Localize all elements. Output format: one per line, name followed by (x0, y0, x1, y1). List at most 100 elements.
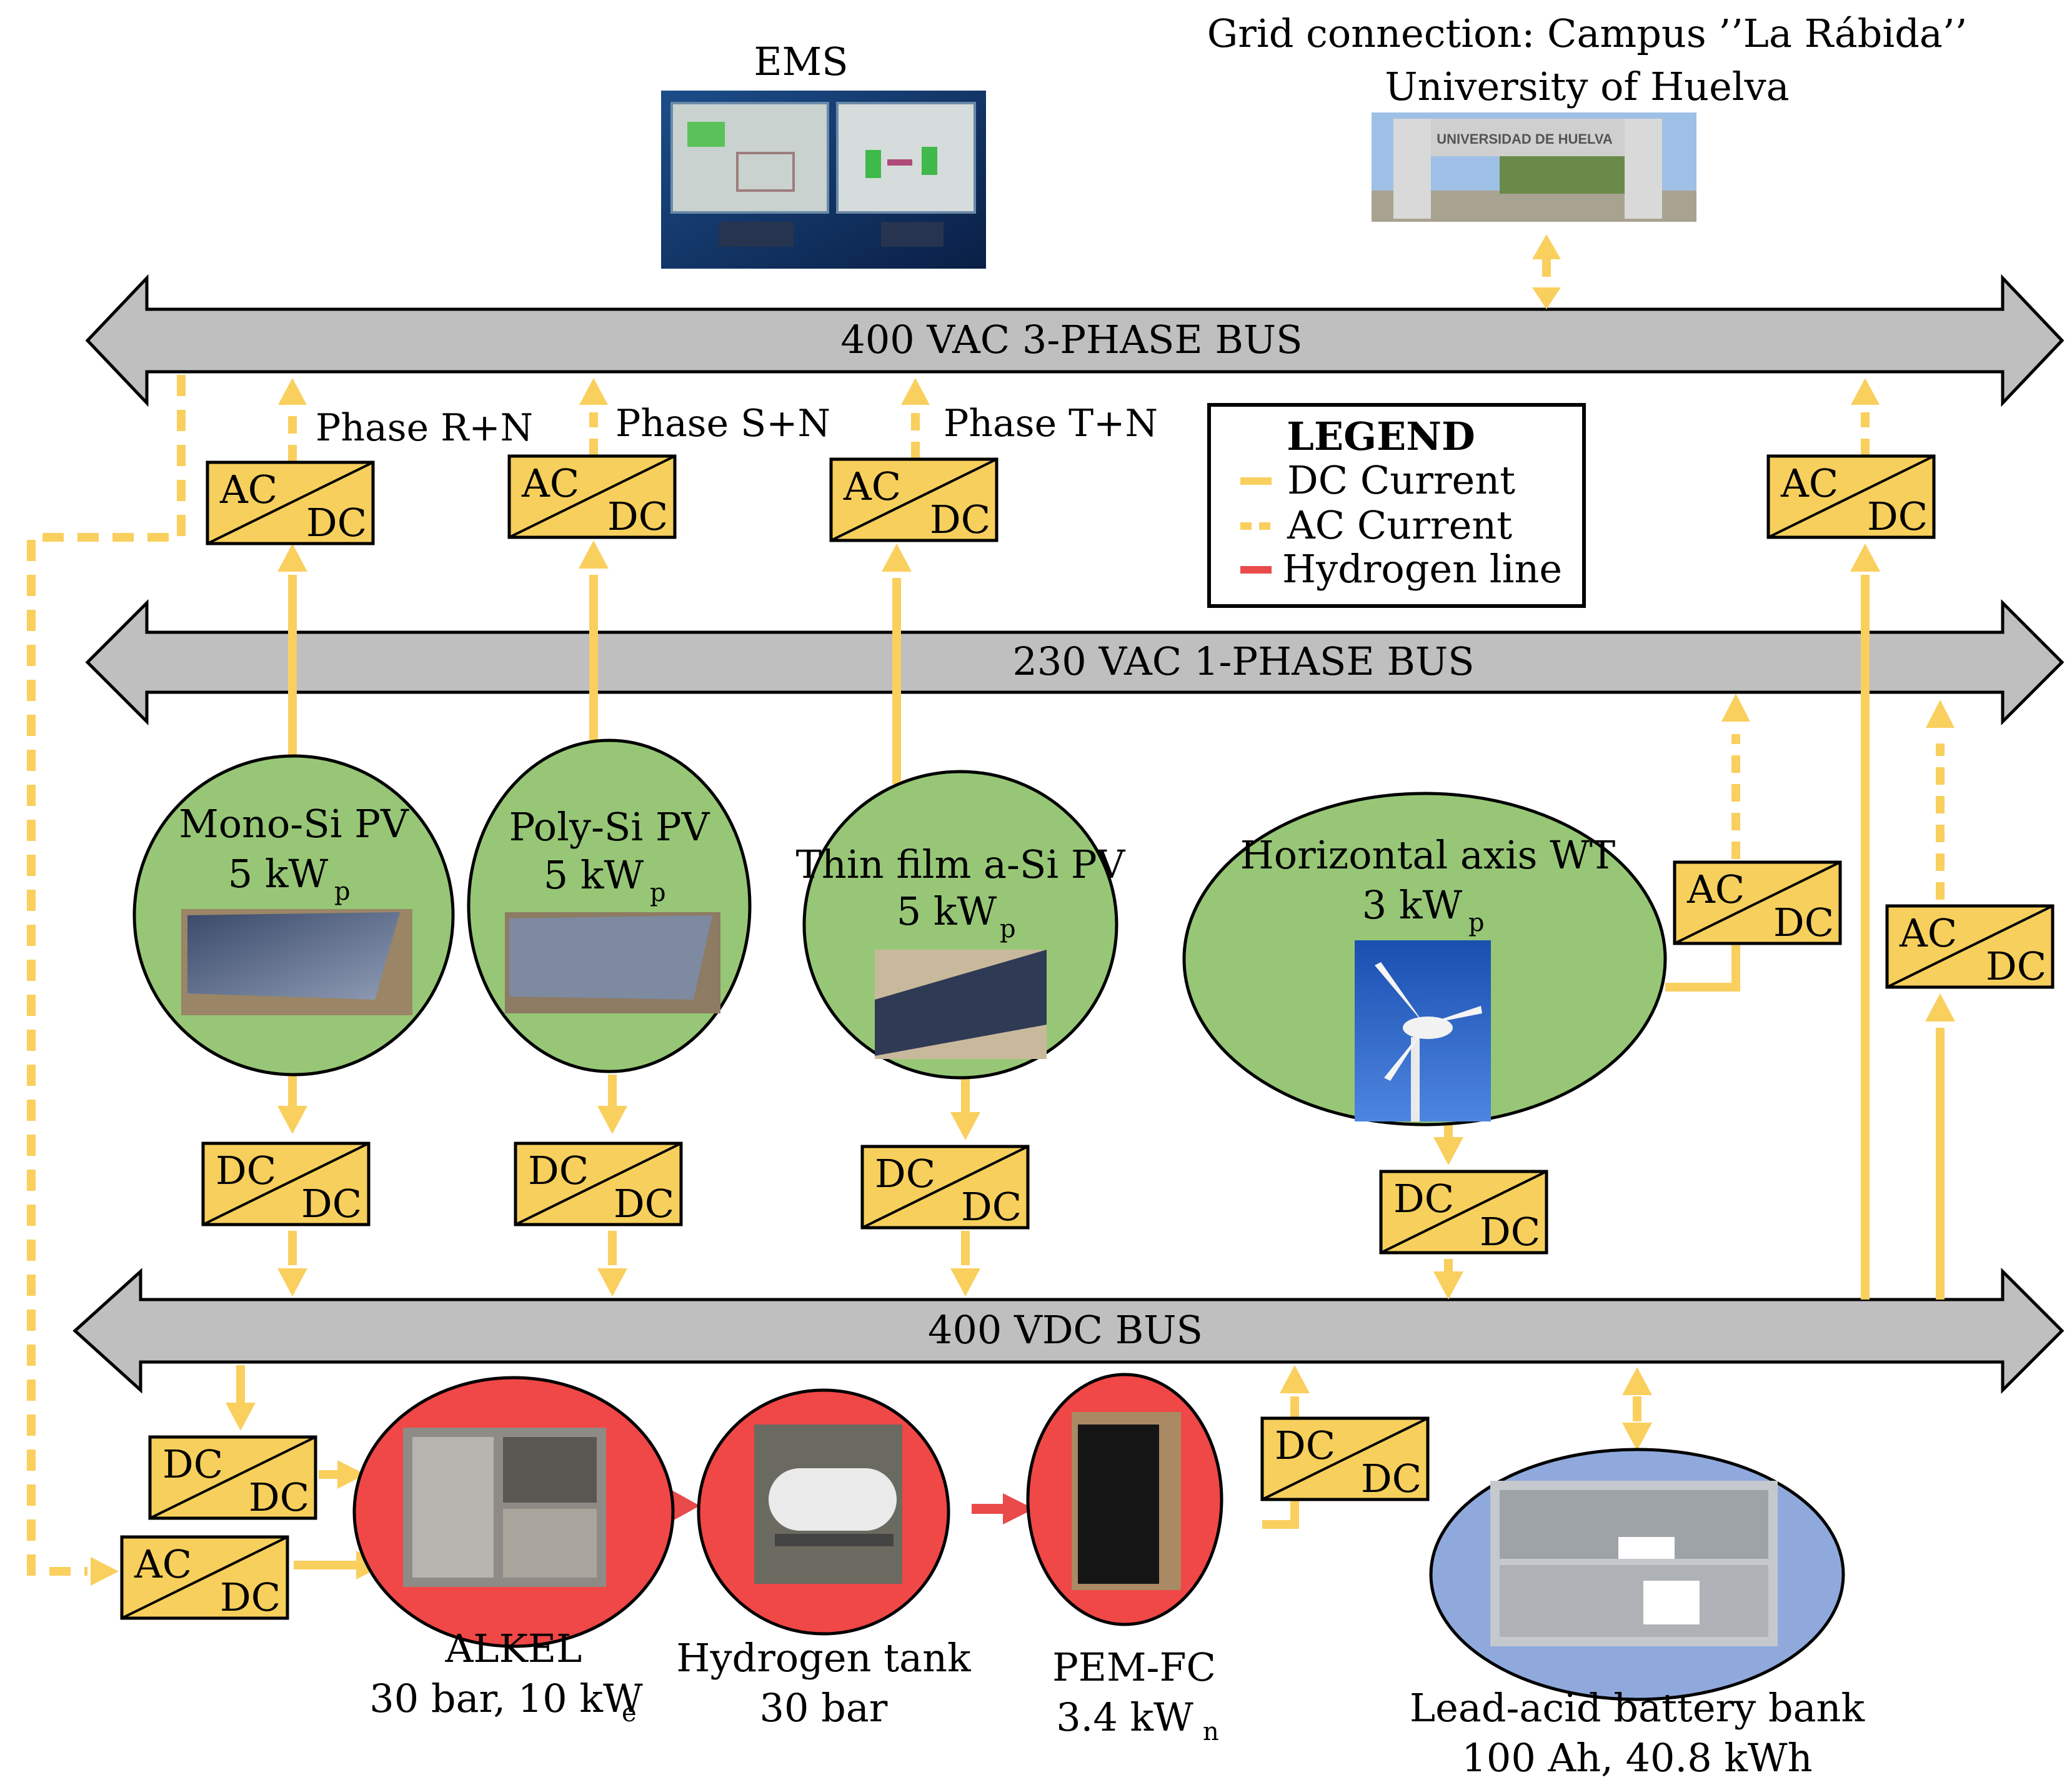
dcdc-alkel: DC DC (148, 1435, 317, 1520)
node-battery: Lead-acid battery bank 100 Ah, 40.8 kWh (1410, 1448, 1865, 1781)
phase-r-label: Phase R+N (316, 406, 533, 450)
wt-photo (1355, 940, 1491, 1121)
poly-name: Poly-Si PV (509, 804, 710, 850)
conv-bottom-label: DC (306, 500, 367, 545)
ac3-bus: 400 VAC 3-PHASE BUS (85, 274, 2065, 407)
acdc-far-right: AC DC (1885, 904, 2055, 989)
dcdc-thin: DC DC (860, 1145, 1030, 1230)
connection-lines (27, 375, 1955, 1586)
mono-name: Mono-Si PV (179, 801, 409, 847)
campus-gate-photo: UNIVERSIDAD DE HUELVA (1372, 112, 1696, 222)
acdc-poly: AC DC (507, 454, 677, 539)
dc-bus: 400 VDC BUS (72, 1267, 2065, 1395)
conv-top-label: DC (1393, 1176, 1454, 1221)
tank-name: Hydrogen tank (676, 1635, 971, 1681)
thin-name: Thin film a-Si PV (796, 842, 1126, 887)
ems-block: EMS (661, 39, 986, 269)
legend-h2-label: Hydrogen line (1282, 546, 1562, 592)
node-alkel: ALKEL 30 bar, 10 kW e (352, 1376, 675, 1728)
alkel-spec: 30 bar, 10 kW (369, 1676, 643, 1721)
conv-bottom-label: DC (220, 1574, 281, 1620)
alkel-spec-sub: e (622, 1699, 637, 1728)
mono-power-sub: p (334, 877, 351, 906)
poly-pv-photo (505, 912, 720, 1013)
node-pemfc: PEM-FC 3.4 kW n (1026, 1373, 1223, 1746)
legend-title: LEGEND (1287, 414, 1475, 459)
mono-pv-photo (181, 909, 412, 1015)
conv-top-label: DC (875, 1151, 935, 1196)
dcdc-wt: DC DC (1379, 1170, 1548, 1255)
tank-photo (754, 1425, 902, 1584)
conv-bottom-label: DC (1773, 900, 1834, 945)
conv-top-label: AC (1899, 910, 1957, 956)
conv-top-label: AC (843, 464, 901, 509)
battery-photo (1490, 1481, 1778, 1646)
alkel-name: ALKEL (445, 1626, 582, 1671)
acdc-thin: AC DC (829, 457, 999, 542)
conv-top-label: AC (1686, 867, 1745, 912)
alkel-photo (403, 1428, 606, 1587)
wt-power-sub: p (1468, 908, 1485, 937)
ac3-to-alkel-acdc-line (27, 375, 186, 1576)
ac3-bus-label: 400 VAC 3-PHASE BUS (840, 317, 1302, 362)
conv-bottom-label: DC (614, 1181, 674, 1226)
ac1-bus-label: 230 VAC 1-PHASE BUS (1012, 639, 1474, 684)
conv-bottom-label: DC (607, 494, 668, 539)
pemfc-spec: 3.4 kW (1056, 1694, 1193, 1740)
conv-top-label: DC (216, 1148, 276, 1193)
tank-spec: 30 bar (760, 1685, 888, 1731)
conv-bottom-label: DC (930, 497, 990, 542)
node-hydrogen-tank: Hydrogen tank 30 bar (676, 1388, 971, 1731)
mono-power: 5 kW (228, 851, 329, 897)
conv-bottom-label: DC (1361, 1456, 1422, 1501)
conv-bottom-label: DC (961, 1184, 1022, 1230)
battery-name: Lead-acid battery bank (1410, 1685, 1865, 1731)
phase-t-label: Phase T+N (944, 402, 1158, 445)
node-poly-pv: Poly-Si PV 5 kW p (467, 738, 752, 1073)
legend-ac-label: AC Current (1287, 502, 1512, 548)
ac1-bus: 230 VAC 1-PHASE BUS (85, 599, 2065, 726)
battery-spec: 100 Ah, 40.8 kWh (1462, 1735, 1812, 1781)
pemfc-name: PEM-FC (1052, 1644, 1216, 1690)
conv-top-label: AC (521, 460, 579, 506)
poly-power: 5 kW (544, 852, 644, 898)
pemfc-photo (1072, 1412, 1181, 1590)
ems-label: EMS (754, 39, 848, 84)
poly-power-sub: p (650, 878, 666, 907)
conv-bottom-label: DC (1480, 1209, 1540, 1255)
conv-top-label: AC (219, 467, 277, 512)
pemfc-spec-sub: n (1203, 1718, 1219, 1746)
acdc-right: AC DC (1766, 454, 1936, 539)
acdc-mono: AC DC (206, 460, 375, 545)
grid-title-line1: Grid connection: Campus ’’La Rábida’’ (1207, 11, 1968, 56)
conv-top-label: AC (134, 1541, 192, 1587)
thin-power-sub: p (1000, 915, 1016, 943)
dcdc-pemfc: DC DC (1260, 1416, 1430, 1501)
wt-power: 3 kW (1362, 882, 1463, 928)
conv-bottom-label: DC (301, 1181, 362, 1226)
conv-top-label: DC (1275, 1423, 1335, 1468)
conv-top-label: AC (1780, 460, 1838, 506)
grid-title-line2: University of Huelva (1385, 64, 1789, 109)
dcdc-mono: DC DC (201, 1141, 371, 1226)
grid-connection: Grid connection: Campus ’’La Rábida’’ Un… (1207, 11, 1968, 309)
converters: AC DC AC DC AC DC AC DC AC DC (120, 454, 2055, 1620)
node-mono-pv: Mono-Si PV 5 kW p (132, 754, 455, 1076)
wt-to-acdc-line (1665, 943, 1740, 992)
ems-photo (661, 91, 986, 269)
phase-s-label: Phase S+N (615, 402, 830, 445)
conv-top-label: DC (162, 1441, 223, 1487)
dc-bus-label: 400 VDC BUS (928, 1307, 1203, 1353)
thin-power: 5 kW (897, 888, 997, 934)
gate-sign-text: UNIVERSIDAD DE HUELVA (1437, 131, 1613, 147)
acdc-alkel: AC DC (120, 1535, 289, 1620)
dcdc-poly: DC DC (514, 1141, 683, 1226)
conv-top-label: DC (528, 1148, 589, 1193)
thin-pv-photo (875, 950, 1047, 1059)
wt-name: Horizontal axis WT (1240, 832, 1616, 878)
conv-bottom-label: DC (249, 1474, 309, 1520)
legend-dc-label: DC Current (1287, 457, 1515, 503)
node-thin-pv: Thin film a-Si PV 5 kW p (796, 770, 1126, 1080)
